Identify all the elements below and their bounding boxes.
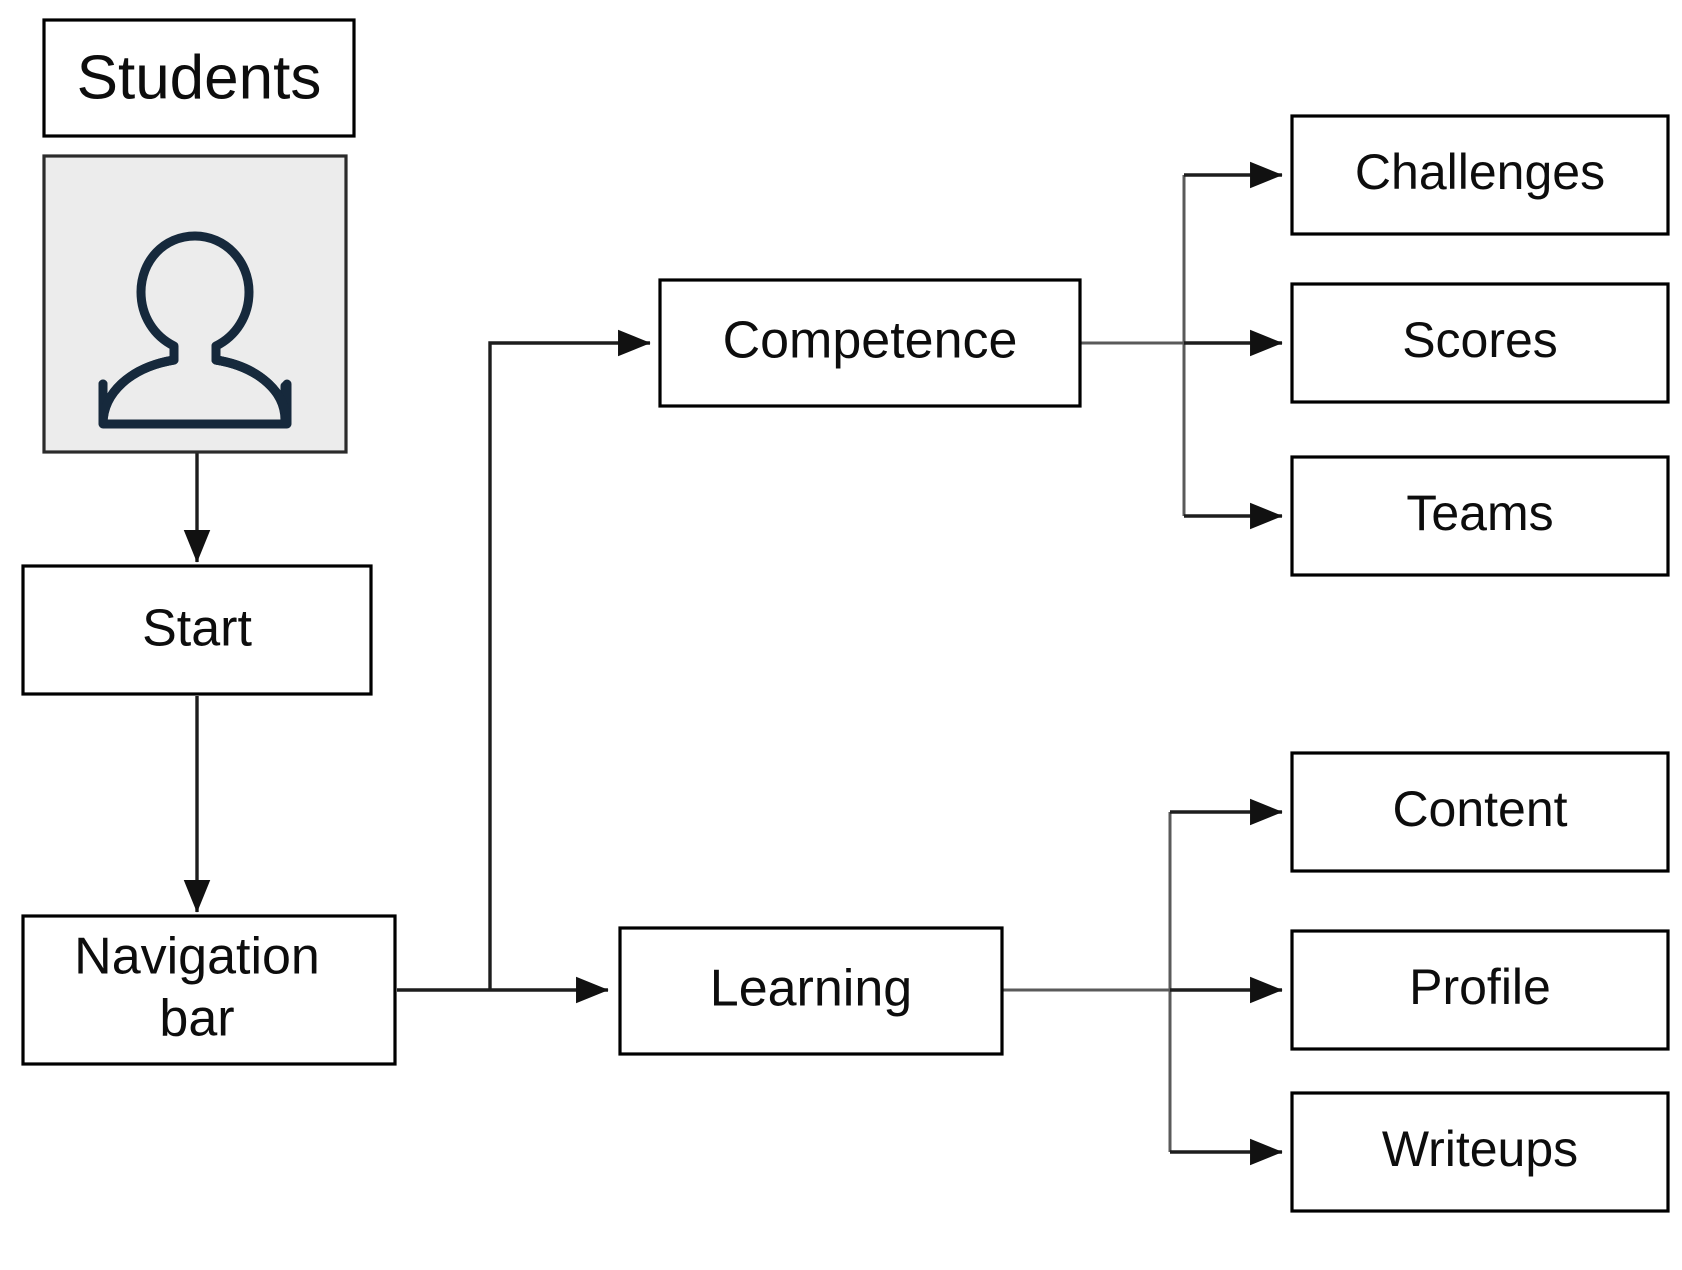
navbar-label-line2: bar — [159, 990, 234, 1048]
competence-box[interactable] — [658, 278, 1082, 408]
learning-box[interactable] — [618, 926, 1004, 1056]
node-learning[interactable]: Learning — [618, 926, 1004, 1056]
node-competence[interactable]: Competence — [658, 278, 1082, 408]
challenges-label: Challenges — [1355, 144, 1605, 200]
writeups-label: Writeups — [1382, 1121, 1578, 1177]
start-box[interactable] — [21, 564, 373, 696]
profile-label: Profile — [1409, 959, 1551, 1015]
node-writeups[interactable]: Writeups — [1290, 1091, 1670, 1213]
students-box[interactable] — [42, 18, 356, 138]
students-label: Students — [77, 43, 322, 112]
node-content[interactable]: Content — [1290, 751, 1670, 873]
node-avatar[interactable] — [42, 154, 348, 454]
avatar-frame[interactable] — [42, 154, 348, 454]
start-label: Start — [142, 600, 252, 658]
competence-label: Competence — [723, 312, 1018, 370]
edge-navbar-to-competence — [488, 329, 651, 990]
node-scores[interactable]: Scores — [1290, 282, 1670, 404]
node-students[interactable]: Students — [42, 18, 356, 138]
navbar-box[interactable] — [21, 914, 397, 1066]
content-box[interactable] — [1290, 751, 1670, 873]
navbar-label-line1: Navigation — [74, 928, 320, 986]
learning-label: Learning — [710, 960, 912, 1018]
scores-box[interactable] — [1290, 282, 1670, 404]
writeups-box[interactable] — [1290, 1091, 1670, 1213]
node-start[interactable]: Start — [21, 564, 373, 696]
content-label: Content — [1392, 781, 1567, 837]
challenges-box[interactable] — [1290, 114, 1670, 236]
teams-label: Teams — [1406, 485, 1553, 541]
teams-box[interactable] — [1290, 455, 1670, 577]
node-profile[interactable]: Profile — [1290, 929, 1670, 1051]
node-challenges[interactable]: Challenges — [1290, 114, 1670, 236]
node-navigation-bar[interactable]: Navigation bar — [21, 914, 397, 1066]
scores-label: Scores — [1402, 312, 1558, 368]
person-icon — [98, 231, 292, 429]
profile-box[interactable] — [1290, 929, 1670, 1051]
node-teams[interactable]: Teams — [1290, 455, 1670, 577]
